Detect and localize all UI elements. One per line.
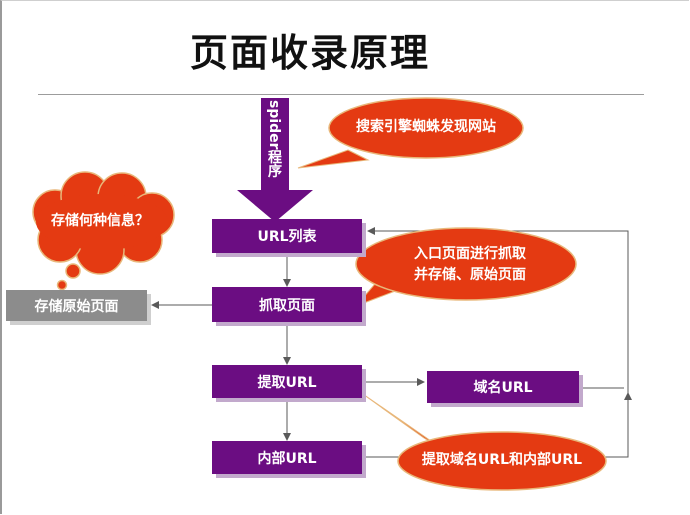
title-divider (38, 94, 644, 95)
extract-url-box[interactable]: 提取URL (212, 365, 362, 398)
callout-search-shape (328, 97, 524, 159)
url-list-label: URL列表 (257, 229, 317, 245)
thought-cloud (32, 171, 175, 291)
callout-extract-text: 提取域名URL和内部URL (421, 452, 583, 468)
url-list-box[interactable]: URL列表 (212, 219, 362, 253)
page-title: 页面收录原理 (190, 30, 431, 75)
callout-extract-shape (397, 431, 607, 491)
extract-url-label: 提取URL (257, 374, 317, 391)
callout-entry-text-line2: 并存储、原始页面 (414, 267, 526, 283)
callout-search-engine-text: 搜索引擎蜘蛛发现网站 (356, 119, 496, 135)
internal-url-box[interactable]: 内部URL (212, 441, 362, 474)
domain-url-label: 域名URL (473, 380, 533, 396)
spider-arrow (237, 98, 313, 222)
callout-entry-text-line1: 入口页面进行抓取 (414, 246, 526, 262)
internal-url-label: 内部URL (257, 450, 317, 467)
fetch-page-label: 抓取页面 (259, 297, 315, 314)
fetch-page-box[interactable]: 抓取页面 (212, 287, 362, 322)
thought-cloud-text: 存储何种信息？ (51, 213, 149, 229)
callout-search-pointer (297, 149, 370, 169)
callout-entry-shape (355, 227, 577, 301)
store-raw-page-label: 存储原始页面 (34, 298, 119, 315)
spider-program-label: spider程序 (266, 100, 282, 178)
store-raw-page-box[interactable]: 存储原始页面 (6, 290, 147, 321)
domain-url-box[interactable]: 域名URL (427, 371, 579, 403)
